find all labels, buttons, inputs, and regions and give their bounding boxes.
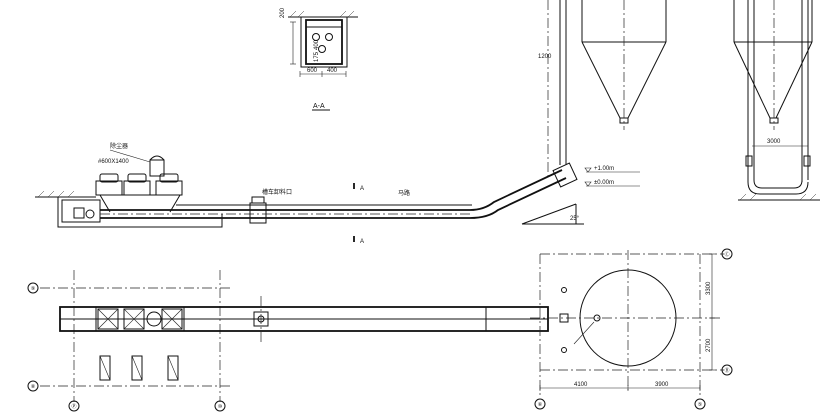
road-label: 马路: [398, 189, 410, 197]
dust-collector-size: #600X1400: [98, 159, 129, 165]
dim-1200: 1200: [538, 54, 552, 60]
grid-8: ⑧: [31, 384, 36, 390]
dim-175: 175: [314, 51, 320, 62]
conveyor-elevation: 除尘器 #600X1400 槽车卸料口 马路 A A 25° +1.00m ±0…: [35, 142, 640, 245]
grid-b: Ⓑ: [724, 367, 729, 374]
dim-4100: 4100: [574, 382, 588, 388]
angle-label: 25°: [570, 216, 580, 222]
section-a-a: 200 400 175 600 400 A-A: [280, 7, 358, 111]
dim-600: 600: [307, 68, 318, 74]
hopper-boxes-plan: [97, 308, 183, 330]
grid-c: Ⓒ: [724, 251, 729, 258]
unload-port-label: 槽车卸料口: [262, 188, 292, 196]
grid-5: ⑤: [698, 402, 703, 408]
section-label-aa: A-A: [313, 103, 325, 110]
dim-200: 200: [280, 7, 286, 18]
dim-400-v: 400: [314, 39, 320, 50]
grid-6: ⑥: [538, 402, 543, 408]
section-mark-bottom: A: [360, 239, 364, 245]
grid-9: ⑨: [31, 286, 36, 292]
dim-3000: 3000: [767, 139, 781, 145]
dim-3900: 3900: [655, 382, 669, 388]
level-zero: ±0.00m: [594, 180, 614, 186]
plan-view: ⑨ ⑧ Ⓟ ⑩: [27, 248, 733, 412]
dim-2700: 2700: [706, 338, 712, 352]
dim-3300: 3300: [706, 281, 712, 295]
dust-collector-units: [95, 155, 183, 213]
dim-400-h: 400: [327, 68, 338, 74]
grid-p: Ⓟ: [71, 403, 76, 410]
grid-10: ⑩: [218, 404, 223, 410]
level-high: +1.00m: [594, 166, 614, 172]
section-mark-top: A: [360, 186, 364, 192]
dust-collector-label: 除尘器: [110, 142, 128, 150]
silo-elevation: 1200 3000: [538, 0, 820, 201]
